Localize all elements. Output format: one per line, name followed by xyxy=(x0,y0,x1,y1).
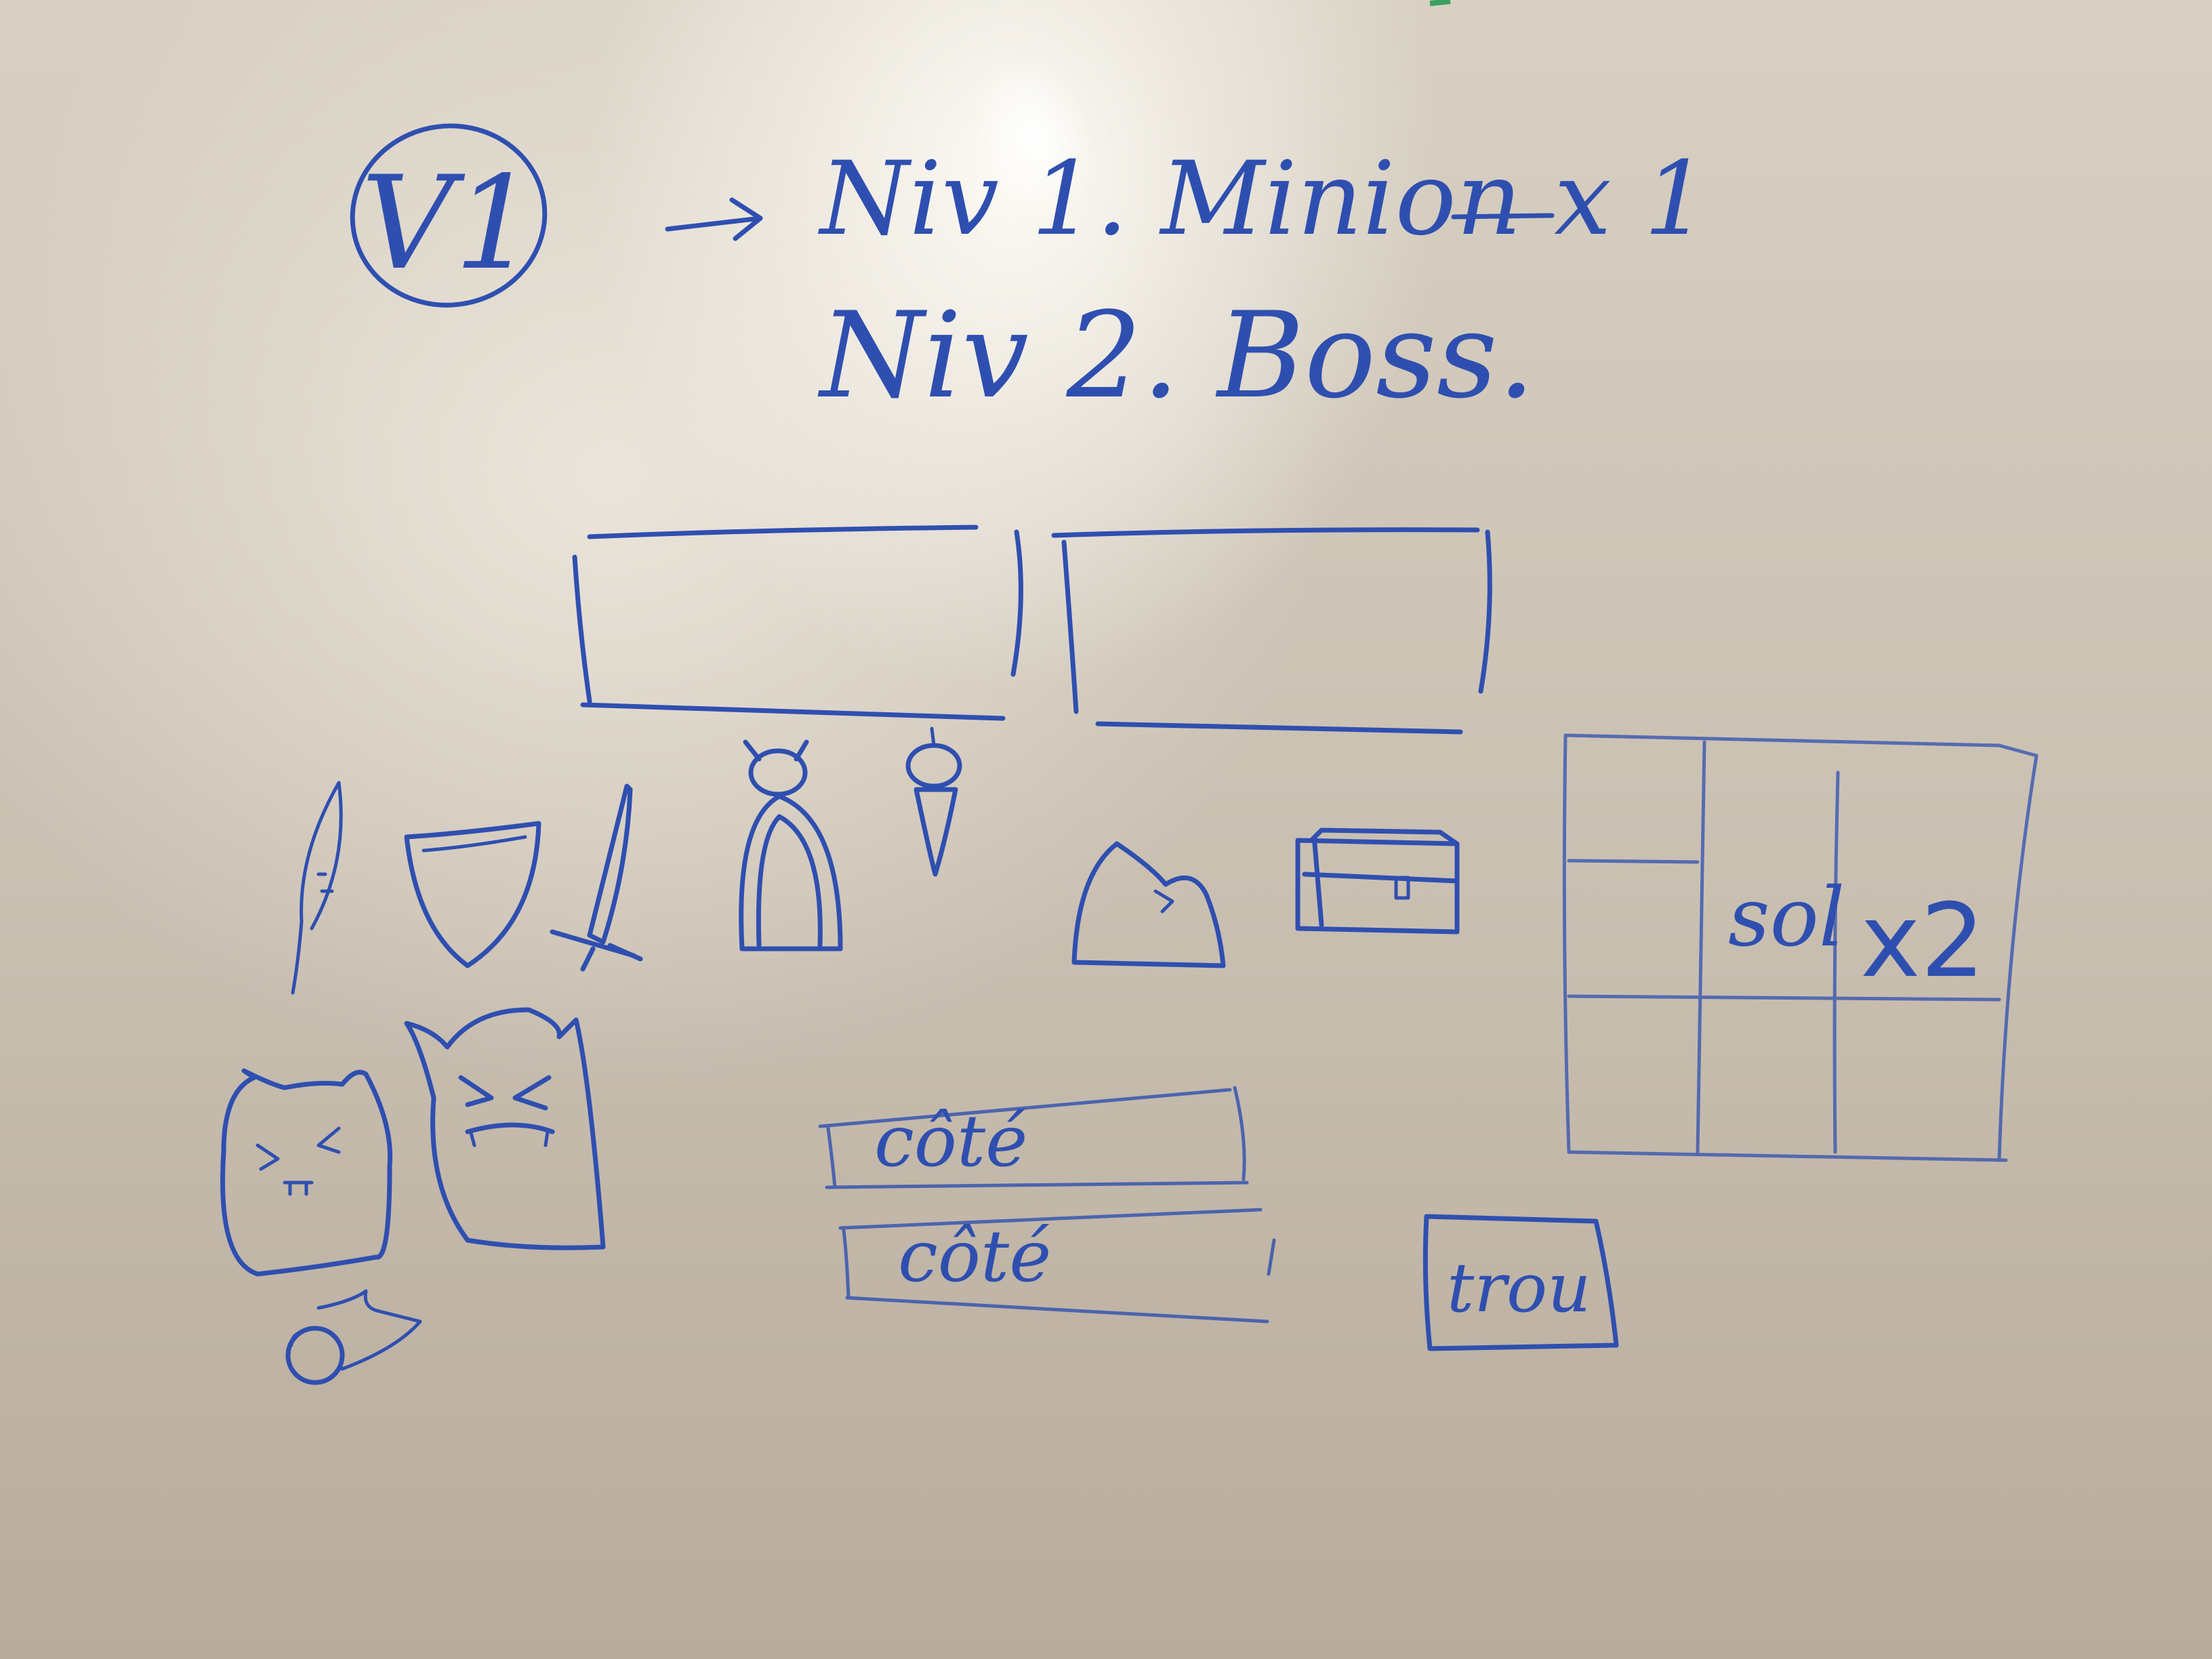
times-two-label: x2 xyxy=(1860,882,1985,1000)
horned-arch-icon xyxy=(739,739,843,951)
hole-box xyxy=(1422,1214,1619,1351)
lantern-icon xyxy=(905,726,962,877)
version-label: V1 xyxy=(361,148,536,298)
feather-icon xyxy=(291,781,343,995)
platform-left xyxy=(572,525,1023,721)
sword-icon xyxy=(550,783,643,972)
angry-monster-icon xyxy=(404,1007,606,1250)
floor-grid xyxy=(1562,733,2039,1162)
platform-right xyxy=(1051,527,1492,735)
side-label-2: côté xyxy=(898,1215,1051,1298)
sol-label: sol xyxy=(1728,871,1845,965)
fireball-icon xyxy=(285,1289,422,1385)
side-box-1 xyxy=(818,1086,1249,1189)
shield-icon xyxy=(404,821,541,968)
level-one-line: Niv 1. Minion x 1 xyxy=(818,140,1708,258)
version-badge: V1 xyxy=(350,123,548,308)
hole-label: trou xyxy=(1447,1248,1591,1328)
side-label-1: côté xyxy=(874,1100,1027,1183)
level-two-line: Niv 2. Boss. xyxy=(817,287,1535,425)
right-arrow-icon xyxy=(665,197,763,241)
underline xyxy=(1451,213,1555,220)
side-box-2 xyxy=(838,1208,1276,1324)
stray-mark xyxy=(1429,0,1451,6)
rock-icon xyxy=(1071,841,1226,968)
chest-icon xyxy=(1295,827,1460,935)
cat-monster-icon xyxy=(220,1068,393,1277)
